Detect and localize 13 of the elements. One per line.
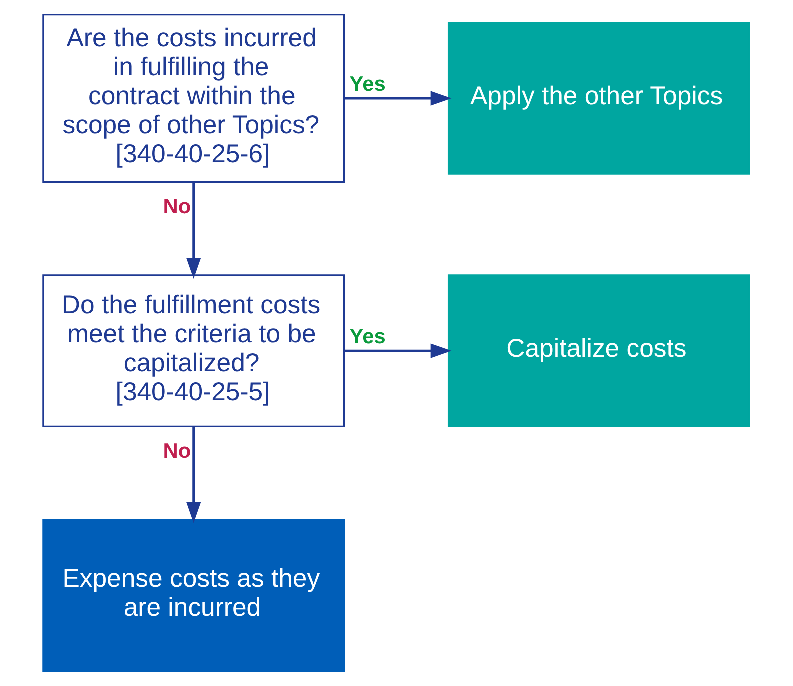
arrow xyxy=(186,182,202,280)
edge-label: No xyxy=(163,440,192,463)
edge-label: No xyxy=(163,196,192,219)
edge-label: Yes xyxy=(350,73,386,96)
arrow xyxy=(344,344,452,358)
node-box: Apply the other Topics xyxy=(448,22,750,175)
arrow xyxy=(344,91,452,106)
edge-label: Yes xyxy=(350,326,386,349)
arrow xyxy=(186,427,202,524)
node-box: Do the fulfillment costs meet the criteria to be capitalized? [340-40-25-5] xyxy=(42,274,346,428)
node-box: Expense costs as they are incurred xyxy=(42,519,346,672)
node-box: Are the costs incurred in fulfilling the contract within the scope of other Topics? [340-40-25-6] xyxy=(42,14,346,183)
node-box: Capitalize costs xyxy=(448,274,750,428)
